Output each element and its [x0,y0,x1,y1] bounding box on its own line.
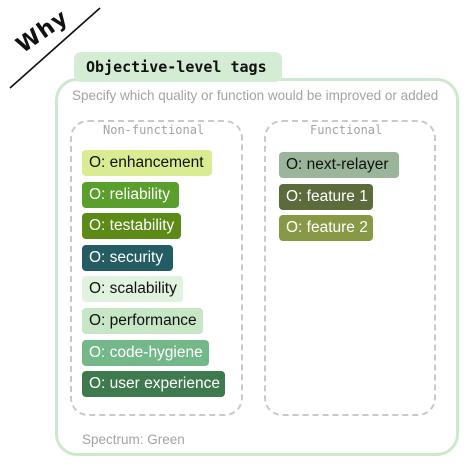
non-functional-panel [70,120,243,416]
tag-enhancement[interactable]: O: enhancement [82,150,212,176]
tag-testability[interactable]: O: testability [82,213,181,239]
tag-performance[interactable]: O: performance [82,308,203,334]
section-title: Objective-level tags [74,52,282,82]
tag-user-experience[interactable]: O: user experience [82,371,225,397]
tag-security[interactable]: O: security [82,245,173,271]
spectrum-note: Spectrum: Green [82,432,185,447]
functional-panel [264,120,436,416]
tag-code-hygiene[interactable]: O: code-hygiene [82,340,209,366]
tag-reliability[interactable]: O: reliability [82,182,179,208]
section-subtitle: Specify which quality or function would … [72,88,439,103]
why-annotation: Why [0,0,110,95]
tag-feature-1[interactable]: O: feature 1 [279,184,373,210]
tag-scalability[interactable]: O: scalability [82,276,183,302]
tag-feature-2[interactable]: O: feature 2 [279,215,373,241]
non-functional-label: Non-functional [103,123,205,137]
functional-label: Functional [310,123,383,137]
tag-next-relayer[interactable]: O: next-relayer [279,152,399,178]
why-strike-line [9,7,101,89]
